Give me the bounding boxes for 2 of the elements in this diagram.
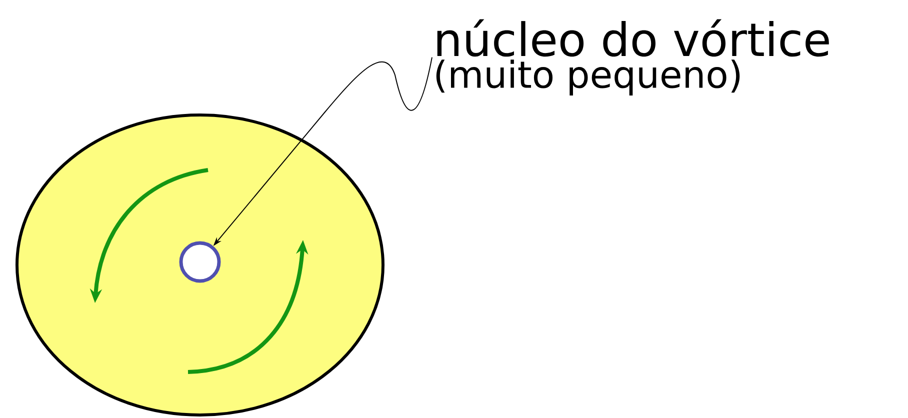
vortex-ellipse: [16, 114, 384, 416]
label-text: núcleo do vórtice (muito pequeno): [436, 19, 829, 96]
